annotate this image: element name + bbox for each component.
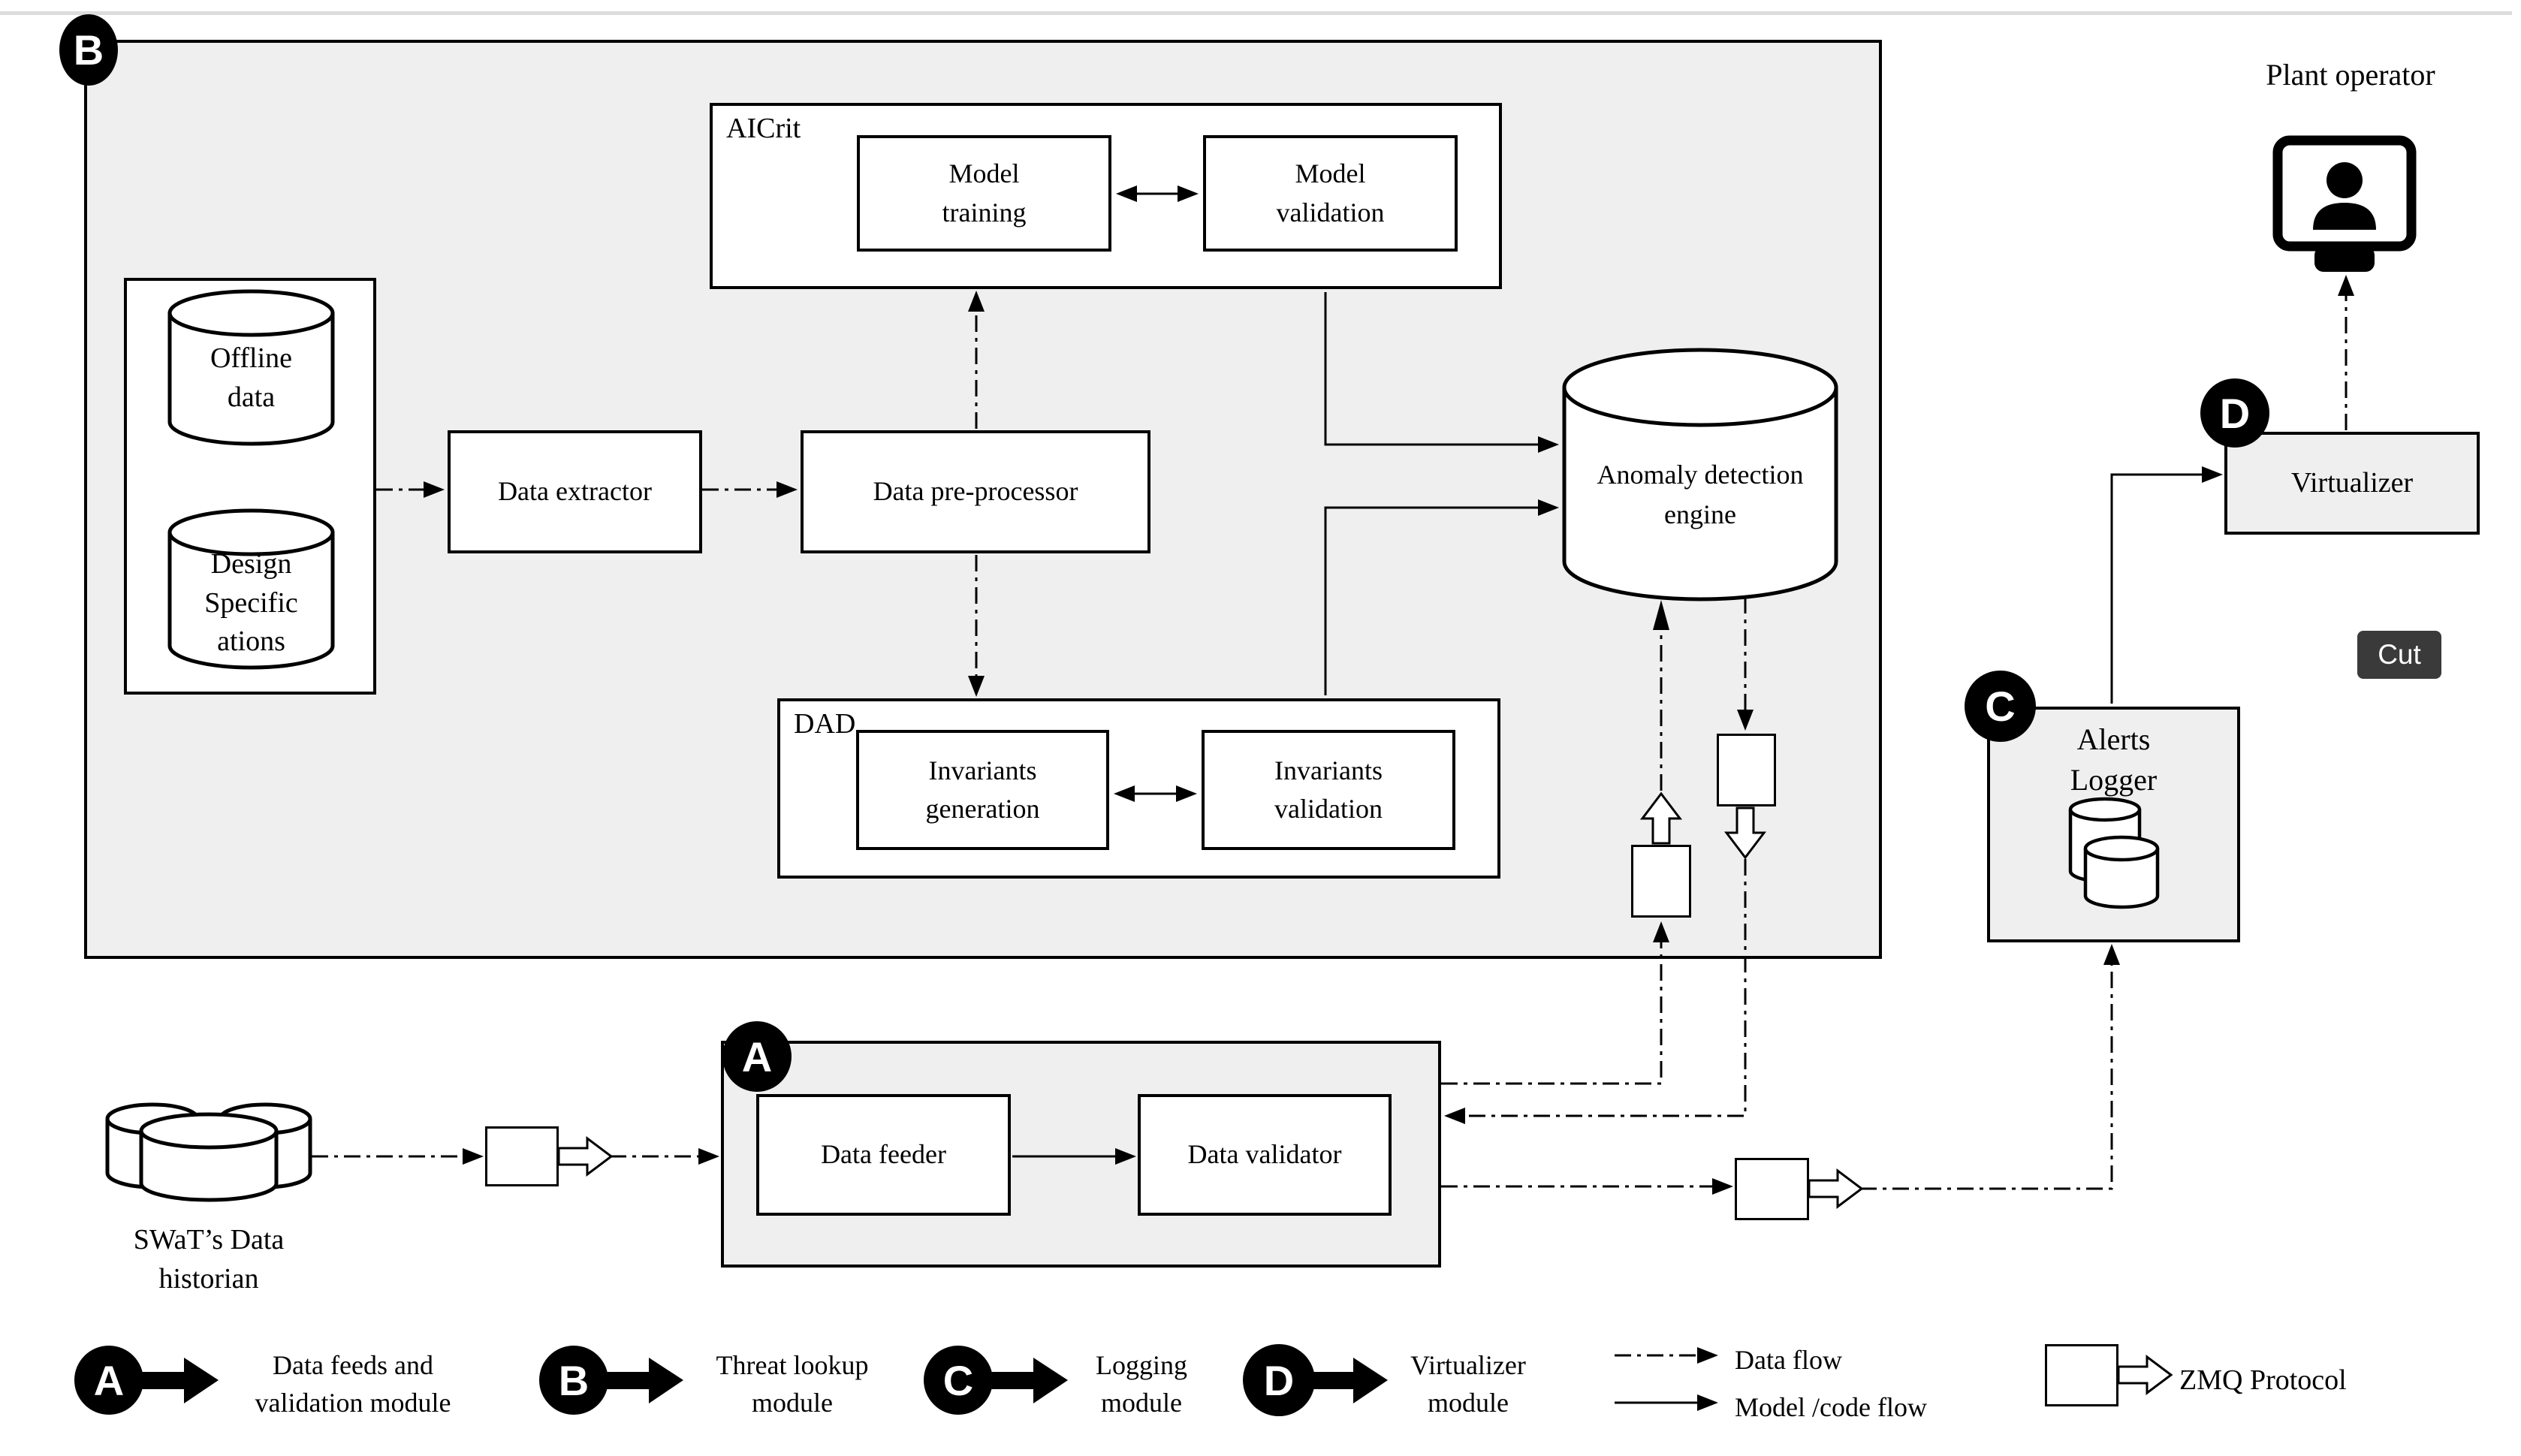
invariants-generation-box: Invariants generation [856,730,1109,850]
model-training-box: Model training [857,135,1111,252]
legend-zmq-label: ZMQ Protocol [2179,1364,2347,1396]
legend-model-flow-label: Model /code flow [1735,1392,1927,1422]
data-extractor-box: Data extractor [448,430,702,553]
badge-d: D [2200,378,2269,448]
legend-d-label: Virtualizer module [1410,1350,1526,1418]
legend-data-flow-label: Data flow [1735,1345,1842,1375]
legend-b-label: Threat lookup module [716,1350,869,1418]
legend-badge-a: A [74,1346,143,1415]
anomaly-engine-label: Anomaly detection engine [1597,460,1804,529]
cut-button[interactable]: Cut [2357,631,2441,679]
model-validation-box: Model validation [1203,135,1458,252]
alerts-logger-label: Alerts Logger [2070,722,2158,797]
design-specs-cylinder-icon [167,508,335,670]
zmq-protocol-box [485,1126,559,1186]
zmq-protocol-box [1735,1158,1809,1220]
legend-c-label: Logging module [1096,1350,1187,1418]
legend-badge-c: C [924,1346,993,1415]
legend-a-label: Data feeds and validation module [255,1350,451,1418]
top-divider [0,11,2512,15]
legend-badge-b: B [539,1346,608,1415]
design-specs-label: Design Specific ations [204,548,298,658]
legend-badge-d: D [1243,1344,1315,1416]
dad-title: DAD [794,708,856,740]
badge-b: B [59,14,118,86]
invariants-validation-box: Invariants validation [1202,730,1455,850]
anomaly-engine-cylinder-icon [1562,348,1838,601]
offline-data-cylinder-icon [167,289,335,446]
offline-data-label: Offline data [210,342,293,413]
data-preprocessor-box: Data pre-processor [801,430,1150,553]
zmq-protocol-box [1631,845,1691,918]
virtualizer-box: Virtualizer [2224,432,2480,535]
zmq-protocol-box [1717,734,1776,806]
alerts-log-database-icon [2068,797,2160,909]
swat-historian-database-icon [105,1102,312,1202]
zmq-legend-box [2045,1344,2118,1406]
swat-historian-label: SWaT’s Data historian [133,1224,285,1295]
data-validator-box: Data validator [1138,1094,1392,1216]
badge-a: A [722,1021,792,1092]
badge-c: C [1965,671,2036,742]
data-feeder-box: Data feeder [756,1094,1011,1216]
monitor-user-icon [2272,135,2417,272]
aicrit-title: AICrit [726,113,801,144]
plant-operator-label: Plant operator [2266,58,2435,92]
